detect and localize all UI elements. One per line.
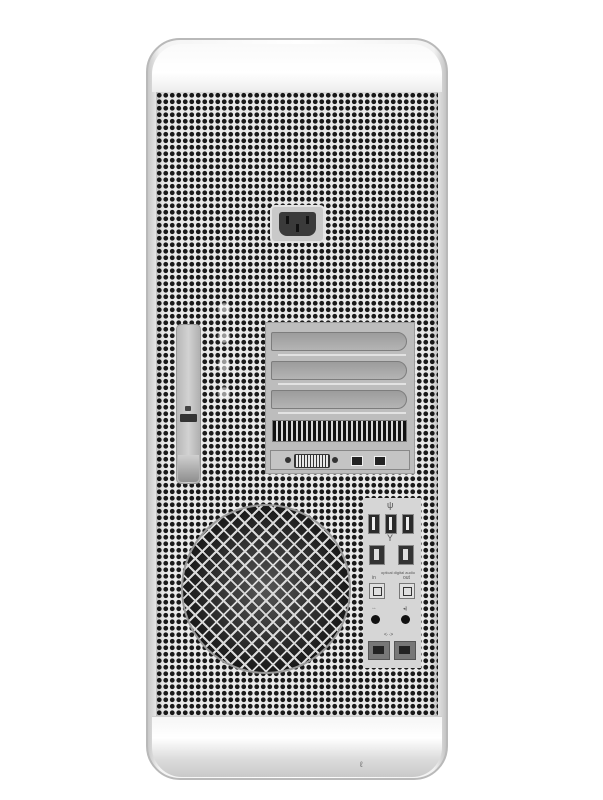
screw-icon: [332, 457, 338, 463]
exhaust-fan-grille: [181, 504, 351, 674]
power-pin-icon: [306, 216, 309, 224]
optical-caption: optical digital audio: [381, 570, 416, 575]
power-pin-icon: [286, 216, 289, 224]
firewire-port[interactable]: [369, 545, 385, 565]
ethernet-port[interactable]: [368, 641, 390, 660]
optical-in-label: in: [372, 575, 376, 581]
audio-out-jack[interactable]: [401, 615, 410, 624]
power-pin-icon: [296, 224, 299, 232]
firewire-port[interactable]: [398, 545, 414, 565]
lock-icon: [185, 406, 191, 411]
lock-slot[interactable]: [180, 414, 197, 422]
io-panel: ψ Y in optical digital audio out ◦◦ ◂) <…: [363, 498, 421, 668]
dvi-port[interactable]: [294, 454, 330, 468]
usb-icon: ψ: [387, 500, 394, 510]
usb-port[interactable]: [368, 514, 380, 534]
ethernet-port[interactable]: [394, 641, 416, 660]
screw-icon: [285, 457, 291, 463]
latch-grip[interactable]: [178, 455, 199, 482]
pci-rail: [278, 412, 406, 414]
mini-displayport[interactable]: [374, 456, 386, 466]
firewire-icon: Y: [387, 533, 394, 543]
power-socket-icon[interactable]: [279, 212, 316, 236]
graphics-card-vent: [272, 420, 407, 442]
foot-mark: ℓ: [360, 760, 363, 769]
pci-slot-cover[interactable]: [271, 390, 407, 409]
pci-slot-cover[interactable]: [271, 332, 407, 351]
pci-slot-bay: [265, 322, 415, 474]
usb-port[interactable]: [385, 514, 397, 534]
pci-rail: [278, 383, 406, 385]
mini-displayport[interactable]: [351, 456, 363, 466]
graphics-card-bracket: [270, 450, 410, 470]
top-handle: [152, 44, 442, 92]
optical-out-port[interactable]: [399, 583, 415, 599]
pci-rail: [278, 354, 406, 356]
pci-slot-cover[interactable]: [271, 361, 407, 380]
decorative-pattern: [210, 295, 238, 405]
audio-in-jack[interactable]: [371, 615, 380, 624]
usb-port[interactable]: [402, 514, 414, 534]
audio-in-icon: ◦◦: [372, 606, 376, 612]
bottom-foot: [152, 716, 442, 777]
optical-in-port[interactable]: [369, 583, 385, 599]
audio-out-icon: ◂): [403, 606, 408, 612]
optical-out-label: out: [403, 575, 410, 581]
ethernet-icon: <··>: [384, 632, 394, 638]
